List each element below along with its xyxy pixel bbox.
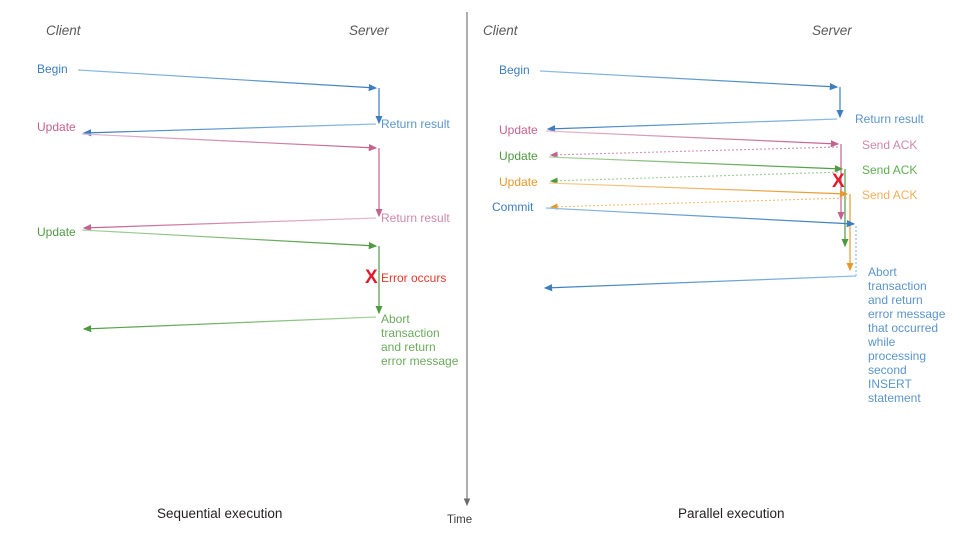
left-lane-title-server: Server bbox=[349, 23, 389, 38]
arrow-begin-right bbox=[539, 70, 839, 91]
left-msg-return-result-1: Return result bbox=[381, 117, 450, 131]
left-msg-begin: Begin bbox=[37, 62, 68, 76]
arrow-abort-right bbox=[543, 275, 857, 292]
left-panel-caption: Sequential execution bbox=[157, 506, 283, 521]
arrow-return1-left bbox=[82, 123, 377, 137]
arrow-ack3-right bbox=[549, 197, 848, 211]
right-lane-title-client: Client bbox=[483, 23, 518, 38]
arrow-commit-right bbox=[545, 207, 856, 228]
right-msg-update-1: Update bbox=[499, 123, 538, 137]
arrow-abort-left bbox=[82, 316, 377, 333]
left-msg-return-result-2: Return result bbox=[381, 211, 450, 225]
right-panel-arrows bbox=[539, 70, 857, 292]
left-msg-update-1: Update bbox=[37, 120, 76, 134]
arrow-update2-left bbox=[81, 229, 378, 250]
right-msg-send-ack-3: Send ACK bbox=[862, 188, 918, 202]
right-msg-send-ack-2: Send ACK bbox=[862, 163, 918, 177]
left-msg-error-occurs: Error occurs bbox=[381, 271, 447, 285]
arrow-update2-right bbox=[548, 156, 844, 173]
right-msg-send-ack-1: Send ACK bbox=[862, 138, 918, 152]
arrow-return1-right bbox=[546, 118, 838, 133]
error-x-icon-right: X bbox=[832, 171, 845, 192]
right-msg-return-result: Return result bbox=[855, 112, 924, 126]
right-lane-title-server: Server bbox=[812, 23, 852, 38]
left-panel-arrows bbox=[77, 69, 383, 333]
right-msg-abort: Abort transaction and return error messa… bbox=[868, 265, 946, 405]
arrow-begin-left bbox=[77, 69, 378, 92]
left-msg-abort: Abort transaction and return error messa… bbox=[381, 312, 459, 368]
right-msg-update-2: Update bbox=[499, 149, 538, 163]
arrow-ack1-right bbox=[549, 146, 839, 159]
left-lane-title-client: Client bbox=[46, 23, 81, 38]
error-x-icon-left: X bbox=[365, 267, 378, 288]
right-panel-caption: Parallel execution bbox=[678, 506, 785, 521]
arrow-update1-left bbox=[81, 133, 378, 152]
time-axis-label: Time bbox=[447, 514, 473, 526]
arrow-update3-right bbox=[548, 182, 849, 198]
right-msg-begin: Begin bbox=[499, 63, 530, 77]
right-msg-update-3: Update bbox=[499, 175, 538, 189]
left-msg-update-2: Update bbox=[37, 225, 76, 239]
right-msg-commit: Commit bbox=[492, 200, 534, 214]
arrow-ack2-right bbox=[549, 171, 843, 185]
arrow-update1-right bbox=[545, 130, 840, 148]
arrow-return2-left bbox=[82, 217, 377, 232]
